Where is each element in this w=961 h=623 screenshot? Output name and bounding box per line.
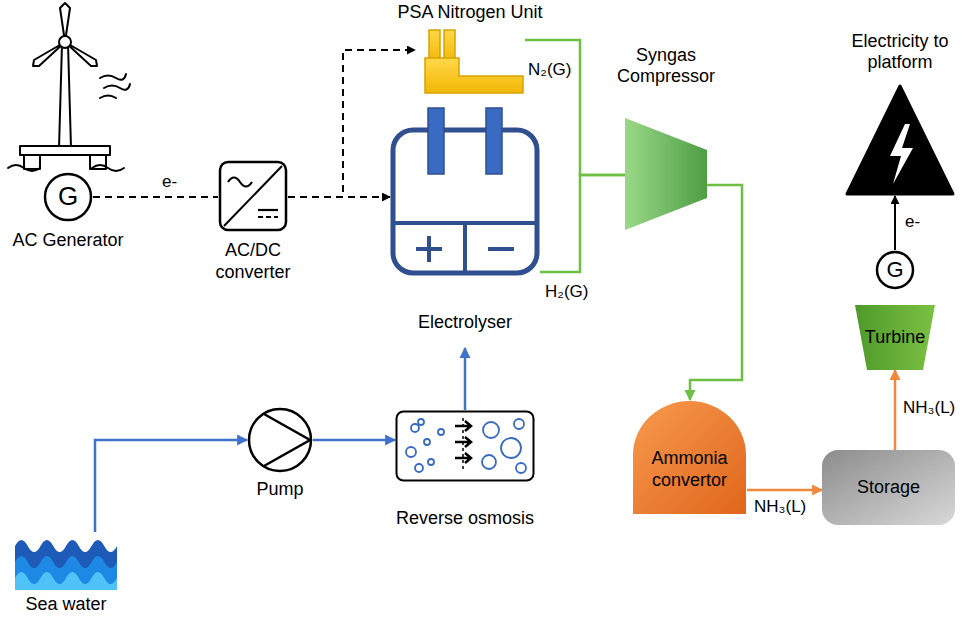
nitrogen-unit-outline bbox=[415, 30, 525, 95]
flow-connector bbox=[540, 175, 625, 272]
node-caption: Pump bbox=[256, 479, 303, 501]
node-label: Ammonia convertor bbox=[632, 400, 747, 515]
storage-tank: Storage bbox=[822, 450, 955, 525]
flow-connector bbox=[690, 185, 742, 400]
reverse-osmosis-box-outline bbox=[395, 410, 535, 482]
stream-label: e- bbox=[160, 172, 179, 192]
nitrogen-unit: PSA Nitrogen Unit bbox=[415, 30, 525, 95]
node-caption: Electrolyser bbox=[418, 312, 512, 334]
generator-circle: GAC Generator bbox=[43, 172, 93, 222]
node-caption: AC Generator bbox=[12, 230, 123, 252]
stream-label: e- bbox=[903, 212, 922, 232]
node-caption: Electricity to platform bbox=[835, 31, 961, 74]
node-caption: Sea water bbox=[25, 594, 106, 616]
stream-label: NH₃(L) bbox=[901, 398, 957, 418]
flow-connector bbox=[464, 348, 467, 410]
wind-lines bbox=[8, 74, 130, 171]
node-caption: Syngas Compressor bbox=[611, 45, 721, 88]
stream-label: N₂(G) bbox=[526, 60, 573, 80]
power-warning-triangle: Electricity to platform bbox=[845, 84, 955, 196]
generator-circle: G bbox=[875, 250, 915, 290]
pump-symbol-outline bbox=[247, 407, 313, 473]
flow-connector bbox=[747, 489, 822, 492]
pump-symbol: Pump bbox=[247, 407, 313, 473]
node-caption: PSA Nitrogen Unit bbox=[397, 2, 542, 24]
stream-label: H₂(G) bbox=[543, 282, 590, 302]
flow-connector bbox=[288, 196, 390, 198]
compressor-shape: Syngas Compressor bbox=[625, 118, 707, 230]
node-label: Turbine bbox=[855, 305, 935, 370]
sea-water-icon: Sea water bbox=[15, 532, 117, 590]
flow-connector bbox=[95, 440, 247, 532]
electrolyser-box: Electrolyser bbox=[390, 108, 540, 348]
sea-water-icon-outline bbox=[15, 532, 117, 590]
flow-connector bbox=[93, 196, 218, 198]
electrolyser-box-outline bbox=[390, 108, 540, 276]
flow-connector bbox=[313, 439, 395, 442]
node-label: G bbox=[875, 250, 915, 290]
reverse-osmosis-box: Reverse osmosis bbox=[395, 410, 535, 482]
node-caption: Reverse osmosis bbox=[396, 508, 534, 530]
ammonia-convertor: Ammonia convertor bbox=[632, 400, 747, 515]
converter-box: AC/DC converter bbox=[218, 160, 288, 232]
node-caption: AC/DC converter bbox=[206, 240, 301, 283]
turbine-hub bbox=[59, 36, 71, 48]
power-warning-triangle-outline bbox=[845, 84, 955, 196]
flow-connector bbox=[525, 40, 625, 175]
node-label: G bbox=[43, 172, 93, 222]
flow-connector bbox=[894, 196, 896, 250]
floating-platform bbox=[20, 146, 110, 155]
converter-box-outline bbox=[218, 160, 288, 232]
platform-float bbox=[24, 155, 40, 169]
turbine-tower bbox=[59, 44, 71, 148]
compressor-shape-outline bbox=[625, 118, 707, 230]
turbine-shape: Turbine bbox=[855, 305, 935, 370]
flow-connector bbox=[894, 370, 897, 450]
node-label: Storage bbox=[822, 450, 955, 525]
stream-label: NH₃(L) bbox=[752, 497, 808, 517]
